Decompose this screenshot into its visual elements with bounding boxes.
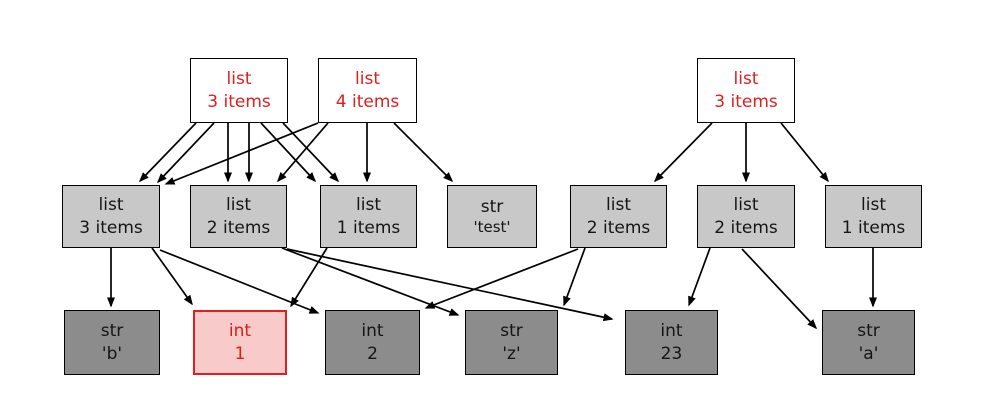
node-value-label: 'b' xyxy=(101,343,123,364)
node-type-label: list xyxy=(355,69,380,90)
node-type-label: str xyxy=(500,321,523,342)
node-leaf-str-z: str'z' xyxy=(465,310,558,375)
node-value-label: 2 xyxy=(367,343,378,364)
edge-top-list-a-to-mid-list-d xyxy=(138,122,197,183)
node-value-label: 2 items xyxy=(714,217,778,238)
edge-top-list-b-to-mid-list-e xyxy=(277,122,329,183)
edge-mid-list-d-to-leaf-int-1 xyxy=(151,247,193,306)
edge-top-list-c-to-mid-list-h xyxy=(653,122,713,183)
edge-top-list-b-to-mid-list-d xyxy=(164,122,319,185)
node-type-label: str xyxy=(857,321,880,342)
node-value-label: 1 xyxy=(234,343,246,364)
node-leaf-str-b: str'b' xyxy=(64,310,160,375)
node-value-label: 3 items xyxy=(79,217,143,238)
edge-top-list-c-to-mid-list-j xyxy=(780,122,829,183)
node-type-label: int xyxy=(228,321,252,342)
node-mid-str-test: str'test' xyxy=(447,185,537,248)
node-value-label: 'z' xyxy=(502,343,521,364)
node-type-label: str xyxy=(100,321,124,342)
node-type-label: list xyxy=(733,69,759,90)
node-type-label: list xyxy=(356,195,381,216)
node-value-label: 4 items xyxy=(335,91,400,112)
node-type-label: list xyxy=(861,195,886,216)
node-type-label: list xyxy=(226,69,252,90)
edge-mid-list-f-to-leaf-int-1 xyxy=(290,247,328,308)
node-value-label: 1 items xyxy=(841,217,906,238)
node-value-label: 23 xyxy=(660,343,683,364)
edge-mid-list-i-to-leaf-str-a xyxy=(741,248,818,330)
node-type-label: int xyxy=(660,321,683,342)
edge-top-list-a-to-mid-list-f xyxy=(260,122,317,183)
node-value-label: 3 items xyxy=(714,91,778,112)
edge-mid-list-e-to-leaf-str-z xyxy=(281,247,460,316)
edge-mid-list-d-to-leaf-int-2 xyxy=(159,249,320,314)
node-type-label: list xyxy=(733,195,759,216)
node-value-label: 2 items xyxy=(586,217,651,238)
node-type-label: int xyxy=(361,321,384,342)
edge-mid-list-e-to-leaf-int-23 xyxy=(286,248,614,322)
node-value-label: 'test' xyxy=(473,217,511,236)
node-type-label: list xyxy=(606,195,631,216)
edge-top-list-a-to-mid-list-d xyxy=(156,122,215,184)
node-value-label: 1 items xyxy=(336,217,401,238)
node-type-label: list xyxy=(226,195,251,216)
node-type-label: str xyxy=(480,196,504,217)
edge-mid-list-h-to-leaf-int-2 xyxy=(424,248,579,309)
node-value-label: 'a' xyxy=(858,343,879,364)
node-value-label: 3 items xyxy=(207,91,271,112)
edge-top-list-b-to-mid-str-test xyxy=(393,122,454,183)
node-type-label: list xyxy=(98,195,124,216)
edge-mid-list-h-to-leaf-str-z xyxy=(563,247,586,307)
edge-top-list-a-to-mid-list-f xyxy=(282,122,340,183)
node-leaf-str-a: str'a' xyxy=(822,310,915,375)
edge-mid-list-i-to-leaf-int-23 xyxy=(688,247,711,307)
node-value-label: 2 items xyxy=(206,217,271,238)
